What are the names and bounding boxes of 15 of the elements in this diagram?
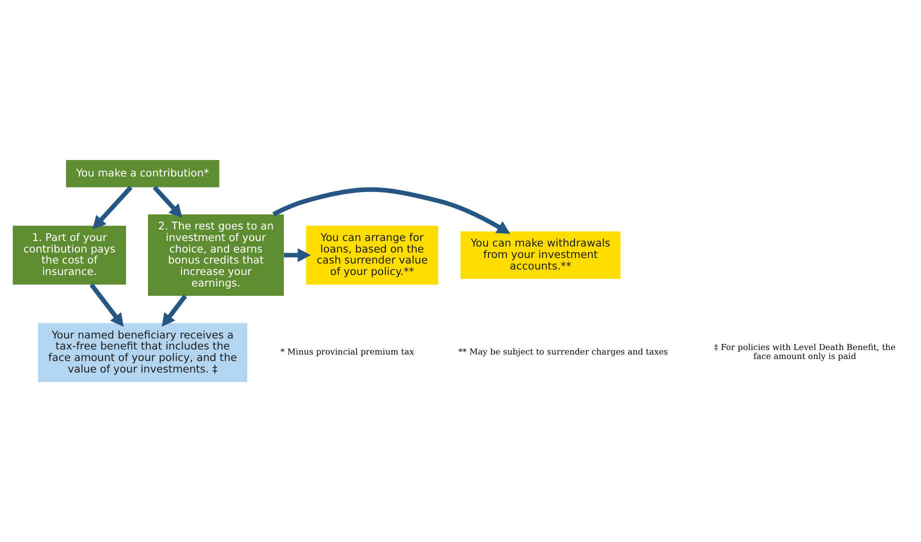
arrow [92,186,133,230]
arrow [284,248,311,262]
node-box: You can arrange for loans, based on the cash surrender value of your policy.** [306,226,438,285]
node-box: Your named beneficiary receives a tax-free benefit that includes the face amount of your policy, and the value of your investments. ‡ [38,323,248,382]
node-box: 1. Part of your contribution pays the cost of insurance. [12,226,126,285]
arrow [272,187,510,234]
label: ** May be subject to surrender charges and taxes [458,346,668,357]
label: * Minus provincial premium tax [280,346,414,357]
node-box: 2. The rest goes to an investment of your choice, and earns bonus credits that increase your earnings. [148,214,284,296]
label: ‡ For policies with Level Death Benefit, the face amount only is paid [714,342,896,362]
node-box: You make a contribution* [66,160,220,188]
arrow [162,294,188,327]
arrow [152,186,182,218]
node-box: You can make withdrawals from your investment accounts.** [460,231,621,279]
arrow [90,283,124,327]
